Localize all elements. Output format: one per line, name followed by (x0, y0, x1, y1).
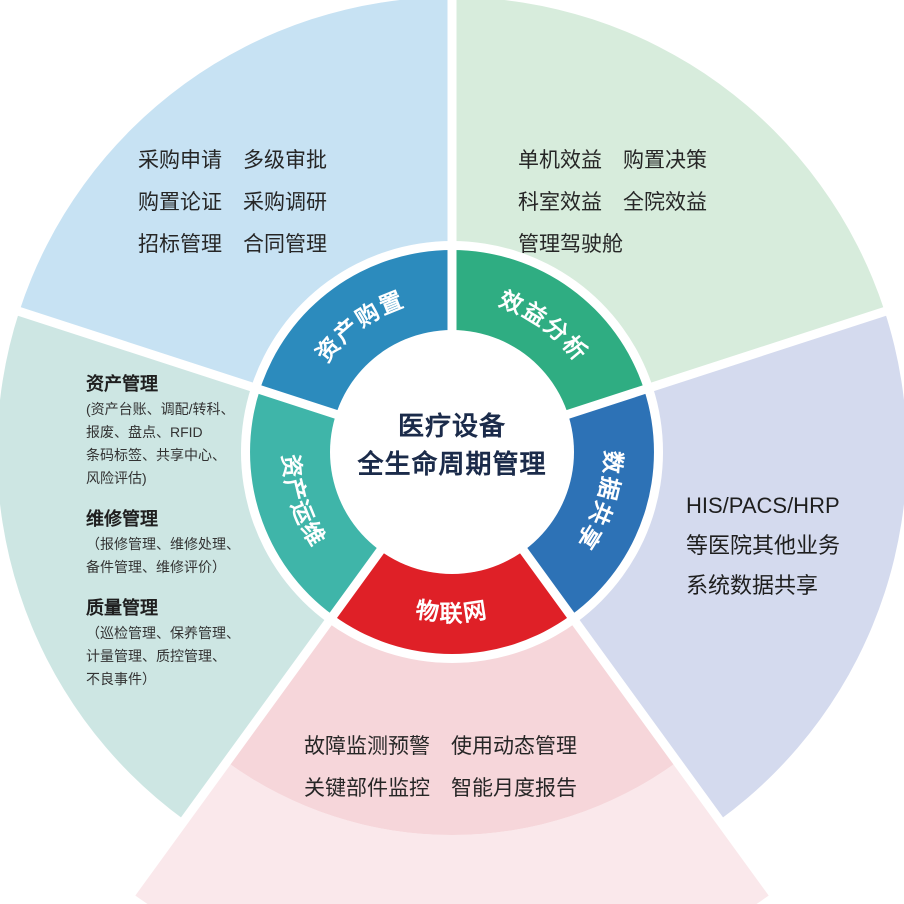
panel-line: 等医院其他业务 (686, 533, 841, 558)
operation-group-title: 质量管理 (86, 598, 158, 618)
sector-iot-outer-band (131, 761, 773, 904)
panel-line: 招标管理 合同管理 (138, 233, 327, 256)
panel-benefit-analysis: 单机效益 购置决策 科室效益 全院效益 管理驾驶舱 (518, 140, 707, 266)
sector-iot (226, 622, 678, 836)
panel-iot: 故障监测预警 使用动态管理 关键部件监控 智能月度报告 (304, 726, 577, 810)
operation-line: 计量管理、质控管理、 (86, 648, 226, 664)
center-title-line2: 全生命周期管理 (357, 449, 547, 479)
ring-label-iot: 物联网 (414, 597, 490, 626)
operation-group-asset-management: 资产管理 (资产台账、调配/转科、 报废、盘点、RFID 条码标签、共享中心、 … (86, 370, 240, 490)
operation-line: (资产台账、调配/转科、 (86, 401, 235, 417)
panel-line: 单机效益 购置决策 (518, 149, 707, 172)
ring-segment-benefit-analysis (452, 250, 645, 415)
panel-line: 系统数据共享 (686, 573, 819, 598)
operation-group-repair-management: 维修管理 （报修管理、维修处理、 备件管理、维修评价） (86, 505, 240, 579)
operation-group-title: 维修管理 (86, 509, 158, 529)
center-hub-circle (330, 330, 574, 574)
sector-asset-operation (0, 311, 328, 821)
panel-asset-purchase: 采购申请 多级审批 购置论证 采购调研 招标管理 合同管理 (138, 140, 327, 266)
sector-data-sharing (576, 311, 904, 821)
ring-segment-asset-purchase (259, 250, 452, 415)
operation-line: 备件管理、维修评价） (86, 559, 226, 575)
operation-line: 报废、盘点、RFID (86, 424, 203, 440)
panel-data-sharing: HIS/PACS/HRP 等医院其他业务 系统数据共享 (686, 486, 840, 606)
sector-benefit-analysis (452, 0, 885, 387)
ring-segment-data-sharing (523, 389, 654, 616)
operation-group-quality-management: 质量管理 （巡检管理、保养管理、 计量管理、质控管理、 不良事件） (86, 594, 240, 691)
operation-group-title: 资产管理 (86, 374, 158, 394)
panel-line: 购置论证 采购调研 (138, 191, 327, 214)
center-title: 医疗设备 全生命周期管理 (332, 407, 572, 483)
operation-line: 风险评估) (86, 470, 147, 486)
panel-line: HIS/PACS/HRP (686, 493, 840, 518)
sector-asset-purchase (19, 0, 452, 387)
panel-line: 故障监测预警 使用动态管理 (304, 735, 577, 758)
panel-line: 科室效益 全院效益 (518, 191, 707, 214)
panel-line: 采购申请 多级审批 (138, 149, 327, 172)
operation-line: （报修管理、维修处理、 (86, 536, 240, 552)
center-title-line1: 医疗设备 (397, 411, 506, 441)
operation-line: 不良事件） (86, 671, 156, 687)
panel-asset-operation: 资产管理 (资产台账、调配/转科、 报废、盘点、RFID 条码标签、共享中心、 … (86, 370, 240, 706)
ring-segment-asset-operation (250, 389, 381, 616)
operation-line: 条码标签、共享中心、 (86, 447, 226, 463)
ring-segment-iot (333, 549, 571, 654)
operation-line: （巡检管理、保养管理、 (86, 625, 240, 641)
panel-line: 关键部件监控 智能月度报告 (304, 777, 577, 800)
panel-line: 管理驾驶舱 (518, 233, 623, 256)
